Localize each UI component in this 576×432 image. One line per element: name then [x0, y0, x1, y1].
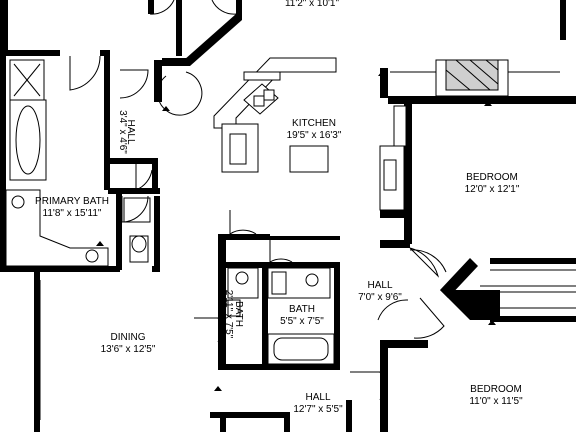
hall-center-dims: 7'0" x 9'6"	[358, 292, 402, 303]
primary-bath-dims: 11'8" x 15'11"	[43, 208, 102, 219]
bedroom-lower-label: BEDROOM	[470, 384, 522, 395]
closet-shelves	[39, 269, 576, 420]
kitchen-dims: 19'5" x 16'3"	[287, 130, 342, 141]
hall-lower-dims: 12'7" x 5'5"	[293, 404, 343, 415]
dining-dims: 13'6" x 12'5"	[101, 344, 156, 355]
primary-bath-label: PRIMARY BATH	[35, 196, 109, 207]
bedroom-right-dims: 12'0" x 12'1"	[465, 184, 520, 195]
bath-left-label: BATH	[233, 301, 244, 327]
hall-small-dims: 3'4" x 4'6"	[117, 110, 128, 154]
fireplace	[390, 59, 560, 97]
bedroom-right-label: BEDROOM	[466, 172, 518, 183]
room-labels: 11'2" x 10'1" KITCHEN 19'5" x 16'3" HALL…	[35, 0, 523, 415]
bath-left-dims: 2'11" x 7'5"	[223, 290, 234, 339]
bath-main-dims: 5'5" x 7'5"	[280, 316, 324, 327]
doors	[69, 0, 447, 401]
bath-main-label: BATH	[289, 304, 315, 315]
top-room-dims: 11'2" x 10'1"	[285, 0, 340, 9]
dining-label: DINING	[111, 332, 146, 343]
bedroom-lower-dims: 11'0" x 11'5"	[469, 396, 523, 407]
hall-small-label: HALL	[125, 119, 136, 144]
hall-center-label: HALL	[367, 280, 392, 291]
kitchen-label: KITCHEN	[292, 118, 336, 129]
primary-bath-fixtures	[5, 59, 151, 267]
hall-lower-label: HALL	[305, 392, 330, 403]
kitchen-counters	[213, 57, 407, 211]
bath-fixtures	[227, 267, 335, 365]
dimension-ticks	[96, 71, 496, 391]
